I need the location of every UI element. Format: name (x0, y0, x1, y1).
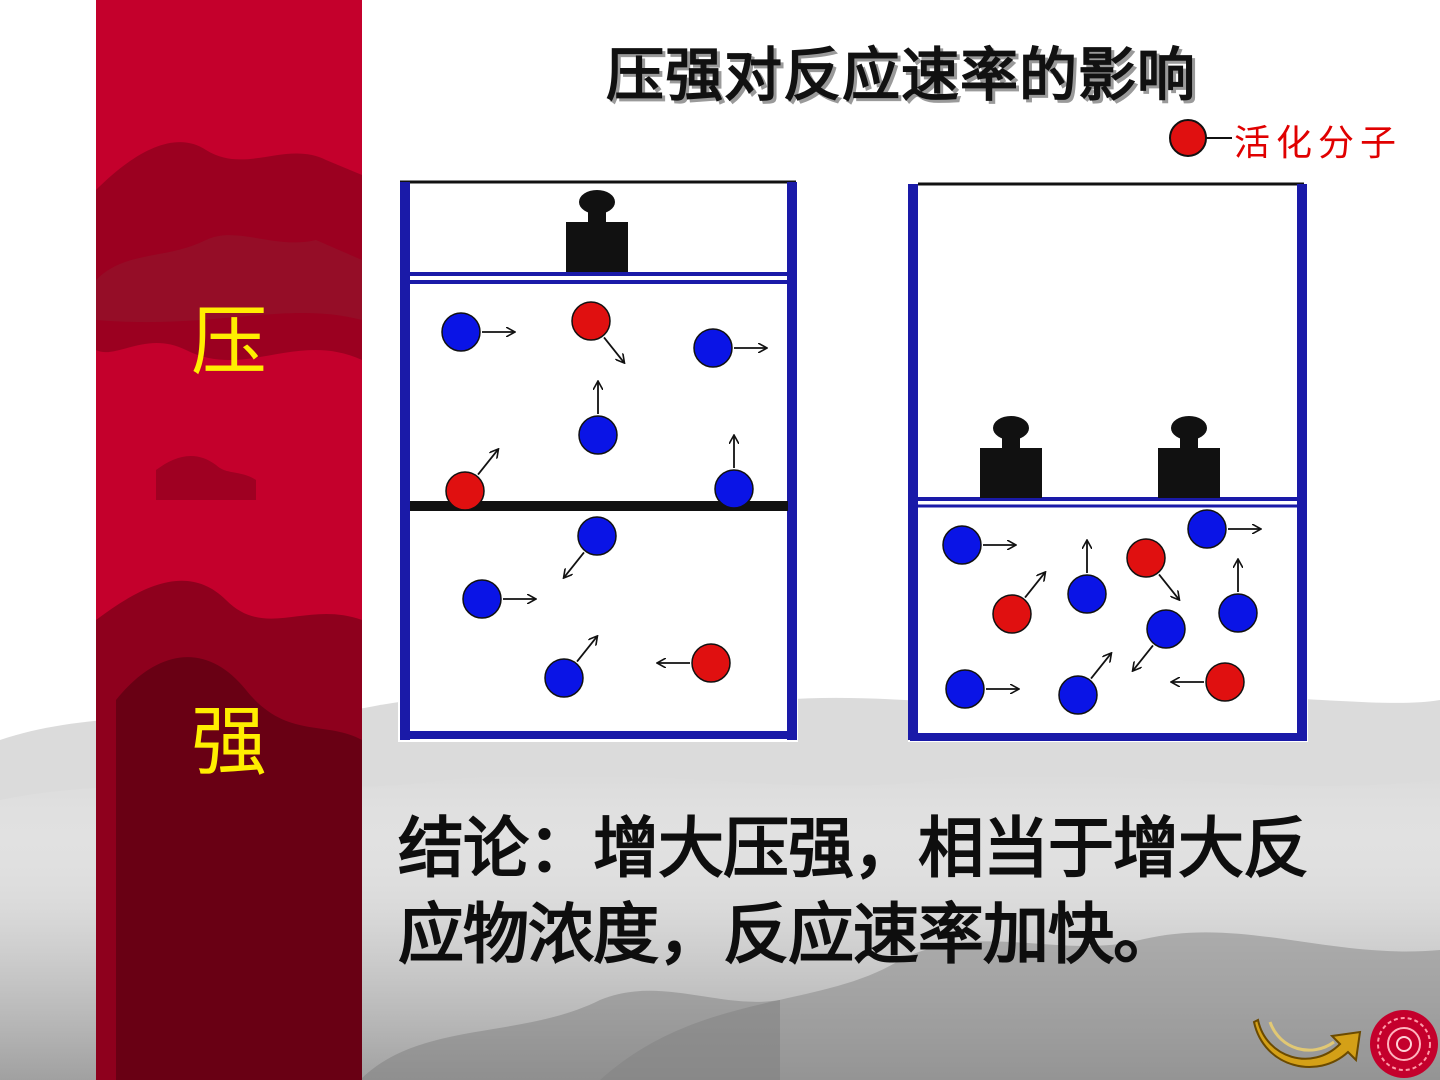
molecule-after-8 (945, 669, 1018, 709)
motion-arrow (576, 637, 597, 663)
conclusion-line-1: 结论：增大压强，相当于增大反 (398, 810, 1309, 887)
conclusion-text: 结论：增大压强，相当于增大反 应物浓度，反应速率加快。 (398, 806, 1418, 978)
molecule-after-2 (1067, 541, 1107, 614)
molecule-before-8 (462, 579, 535, 619)
red-molecule (992, 594, 1032, 634)
motion-arrow (1158, 573, 1179, 599)
blue-molecule (441, 312, 481, 352)
container-after (908, 182, 1308, 742)
molecule-before-4 (578, 382, 618, 455)
activated-molecule-after-10 (1172, 662, 1245, 702)
molecule-layer (441, 301, 1260, 715)
page-title: 压强对反应速率的影响 (605, 41, 1196, 109)
side-char-strong: 强 (191, 697, 267, 786)
legend-marker (1169, 119, 1232, 157)
molecule-before-3 (693, 328, 766, 368)
motion-arrow (1133, 644, 1154, 670)
blue-molecule (1067, 574, 1107, 614)
blue-molecule (1146, 609, 1186, 649)
activated-molecule-before-10 (658, 643, 731, 683)
blue-molecule (945, 669, 985, 709)
red-molecule (691, 643, 731, 683)
blue-molecule (1218, 593, 1258, 633)
red-side-band (96, 0, 362, 1080)
container-before (398, 180, 798, 742)
molecule-before-9 (544, 637, 597, 698)
blue-molecule (544, 658, 584, 698)
activated-molecule-after-5 (992, 573, 1045, 634)
blue-molecule (1058, 675, 1098, 715)
blue-molecule (577, 516, 617, 556)
weight-icon (980, 416, 1042, 498)
weight-icon (1158, 416, 1220, 498)
blue-molecule (578, 415, 618, 455)
curved-return-arrow-icon[interactable] (1252, 1010, 1368, 1070)
molecule-after-4 (1187, 509, 1260, 549)
blue-molecule (1187, 509, 1227, 549)
activated-molecule-after-3 (1126, 538, 1179, 599)
red-molecule (571, 301, 611, 341)
weight-icon (566, 190, 628, 272)
molecule-after-1 (942, 525, 1015, 565)
red-molecule (445, 471, 485, 511)
blue-molecule (462, 579, 502, 619)
motion-arrow (1090, 654, 1111, 680)
motion-arrow (564, 551, 585, 577)
red-emblem-icon[interactable] (1368, 1008, 1440, 1080)
molecule-before-7 (564, 516, 617, 577)
legend-label: 活化分子 (1234, 123, 1403, 164)
blue-molecule (714, 469, 754, 509)
red-molecule (1205, 662, 1245, 702)
molecule-after-9 (1058, 654, 1111, 715)
molecule-after-7 (1133, 609, 1186, 670)
molecule-before-1 (441, 312, 514, 352)
molecule-before-6 (714, 436, 754, 509)
conclusion-line-2: 应物浓度，反应速率加快。 (398, 896, 1179, 973)
blue-molecule (693, 328, 733, 368)
motion-arrow (1024, 573, 1045, 599)
motion-arrow (477, 450, 498, 476)
blue-molecule (942, 525, 982, 565)
activated-molecule-before-5 (445, 450, 498, 511)
molecule-after-6 (1218, 560, 1258, 633)
motion-arrow (603, 336, 624, 362)
activated-molecule-before-2 (571, 301, 624, 362)
side-char-pressure: 压 (191, 297, 267, 386)
red-molecule (1126, 538, 1166, 578)
